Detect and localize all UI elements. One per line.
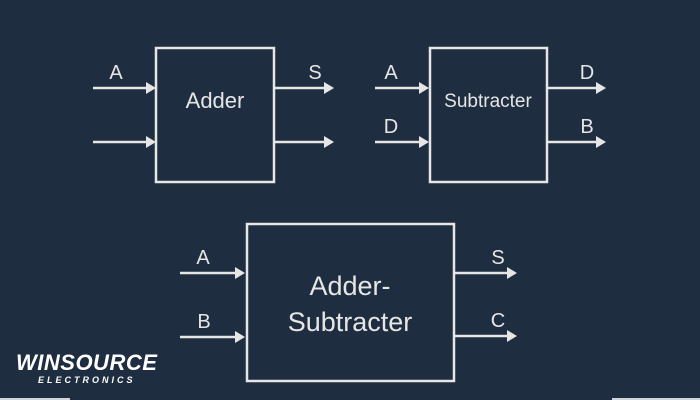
adder-subtracter-output-s-label: S bbox=[491, 247, 504, 269]
subtracter-output-d-label: D bbox=[580, 62, 594, 84]
arrow-right-icon bbox=[324, 136, 334, 148]
logo-brand: WINSOURCE bbox=[16, 350, 158, 375]
adder-subtracter-block: Adder- Subtracter A B S C bbox=[180, 222, 517, 383]
adder-subtracter-title-line2: Subtracter bbox=[288, 307, 413, 337]
winsource-logo: WINSOURCE ELECTRONICS bbox=[16, 350, 158, 386]
arrow-right-icon bbox=[419, 136, 429, 148]
arrow-right-icon bbox=[146, 82, 156, 94]
subtracter-input-a-label: A bbox=[384, 62, 398, 84]
adder-block: Adder A S bbox=[93, 46, 334, 184]
subtracter-output-b-label: B bbox=[580, 116, 593, 138]
adder-subtracter-input-a-label: A bbox=[196, 247, 210, 269]
arrow-right-icon bbox=[235, 267, 245, 279]
arrow-right-icon bbox=[596, 82, 606, 94]
adder-subtracter-box bbox=[245, 222, 456, 383]
adder-title: Adder bbox=[186, 88, 245, 113]
subtracter-title: Subtracter bbox=[444, 91, 532, 112]
arrow-right-icon bbox=[507, 267, 517, 279]
adder-box bbox=[154, 46, 276, 184]
adder-subtracter-output-c-label: C bbox=[491, 310, 505, 332]
subtracter-block: Subtracter A D D B bbox=[375, 46, 606, 184]
arrow-right-icon bbox=[235, 331, 245, 343]
bottom-edge-left bbox=[0, 398, 70, 400]
adder-output-s-label: S bbox=[308, 62, 321, 84]
arrow-right-icon bbox=[419, 82, 429, 94]
arrow-right-icon bbox=[596, 136, 606, 148]
bottom-edge-right bbox=[612, 398, 700, 400]
subtracter-box bbox=[428, 46, 549, 184]
arrow-right-icon bbox=[324, 82, 334, 94]
adder-subtracter-title-line1: Adder- bbox=[309, 271, 390, 301]
adder-input-a-label: A bbox=[109, 62, 123, 84]
arrow-right-icon bbox=[146, 136, 156, 148]
adder-subtracter-input-b-label: B bbox=[197, 311, 210, 333]
logo-subtitle: ELECTRONICS bbox=[37, 375, 136, 385]
subtracter-input-d-label: D bbox=[384, 116, 398, 138]
arrow-right-icon bbox=[507, 330, 517, 342]
